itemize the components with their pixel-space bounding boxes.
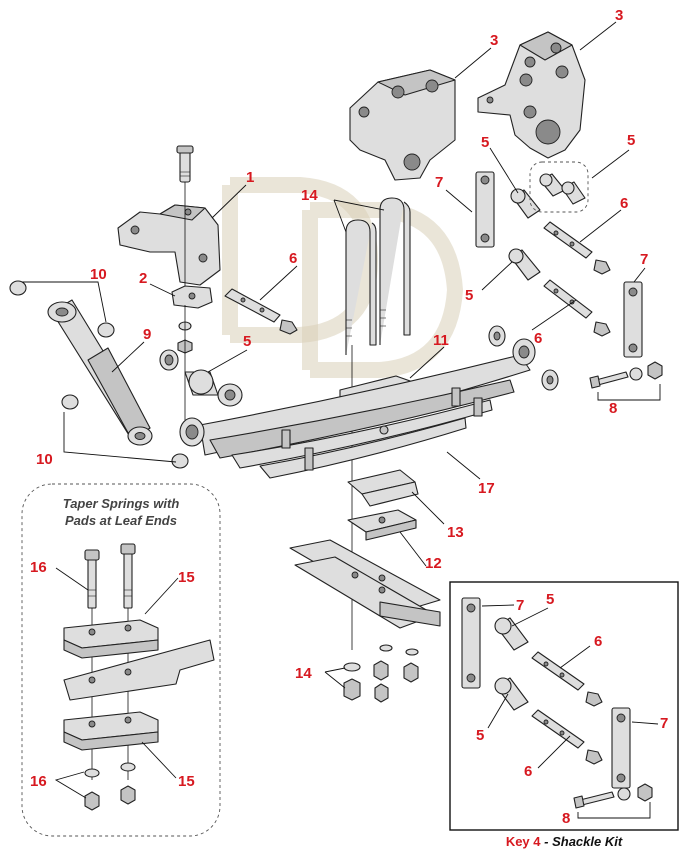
callout-labels: 1 2 3 3 5 5 5 5 6 6 6 7 7 8 9 10 10 11 1…: [36, 7, 648, 682]
kit-callout-6-lower: 6: [524, 763, 532, 780]
pad-plate: [347, 509, 417, 541]
shackle-plate-upper: [475, 171, 495, 248]
callout-6-left: 6: [289, 250, 297, 267]
leaf-spring: [179, 338, 536, 479]
callout-9: 9: [143, 326, 151, 343]
callout-7-upper: 7: [435, 174, 443, 191]
callout-7-outer: 7: [640, 251, 648, 268]
shackle-kit-panel: 7 5 6 5 7 6 8: [449, 581, 679, 831]
u-bolt-nuts: [343, 644, 419, 703]
hanger-bracket-right: [477, 31, 586, 159]
callout-3-right: 3: [615, 7, 623, 24]
shackle-kit-caption: Key 4 - Shackle Kit: [506, 834, 623, 849]
callout-5-upper: 5: [481, 134, 489, 151]
callout-15-lower: 15: [178, 773, 195, 790]
callout-12: 12: [425, 555, 442, 572]
left-pin-assembly: [159, 288, 298, 407]
callout-15-upper: 15: [178, 569, 195, 586]
washers-right: [488, 325, 559, 391]
taper-leaf: [63, 639, 215, 701]
kit-sleeves: [494, 617, 529, 711]
kit-callout-7-upper: 7: [516, 597, 524, 614]
shackle-pins-upper: [543, 221, 611, 337]
kit-pins: [531, 651, 603, 765]
callout-16-lower: 16: [30, 773, 47, 790]
shackle-bolt-set: [589, 361, 663, 389]
callout-6-lower: 6: [534, 330, 542, 347]
callout-11: 11: [433, 332, 449, 349]
shock-absorber: [47, 299, 153, 446]
axle-seat: [289, 539, 441, 629]
kit-callout-8: 8: [562, 810, 570, 827]
callout-2: 2: [139, 270, 147, 287]
callout-13: 13: [447, 524, 464, 541]
taper-title-line2: Pads at Leaf Ends: [65, 513, 177, 528]
pivot-block: [171, 285, 213, 420]
watermark-logo: [222, 177, 464, 378]
shackle-plate-outer: [623, 281, 643, 358]
shock-bushings: [9, 280, 189, 469]
taper-pad-upper: [63, 619, 159, 659]
taper-washers-nuts: [84, 762, 136, 811]
callout-1: 1: [246, 169, 254, 186]
callout-5-bushings: 5: [627, 132, 635, 149]
caption-key: Key 4: [506, 834, 541, 849]
hanger-bracket-left: [349, 69, 456, 181]
callout-6-upper: 6: [620, 195, 628, 212]
callout-10-lower: 10: [36, 451, 53, 468]
kit-callout-5-upper: 5: [546, 591, 554, 608]
callout-16-upper: 16: [30, 559, 47, 576]
leader-lines: [22, 21, 661, 689]
kit-callout-5-lower: 5: [476, 727, 484, 744]
taper-pad-lower: [63, 711, 159, 751]
kit-callout-7-lower: 7: [660, 715, 668, 732]
kit-shackle-plate-right: [611, 707, 631, 789]
bushing-pair-callout: [529, 161, 589, 213]
callout-17: 17: [478, 480, 495, 497]
spacer-plate: [347, 469, 419, 507]
kit-callout-6-upper: 6: [594, 633, 602, 650]
callout-5-lower: 5: [465, 287, 473, 304]
callout-8: 8: [609, 400, 617, 417]
callout-10-upper: 10: [90, 266, 107, 283]
callout-14-top: 14: [301, 187, 318, 204]
taper-springs-panel: Taper Springs with Pads at Leaf Ends: [21, 483, 221, 837]
taper-bolts: [84, 543, 136, 780]
sleeves-upper: [508, 188, 541, 281]
callout-14-bottom: 14: [295, 665, 312, 682]
kit-bolt-set: [573, 783, 653, 809]
center-bracket: [117, 145, 221, 290]
caption-sep: -: [541, 834, 553, 849]
kit-shackle-plate-left: [461, 597, 481, 689]
taper-title-line1: Taper Springs with: [63, 496, 180, 511]
callout-5-left: 5: [243, 333, 251, 350]
caption-name: Shackle Kit: [552, 834, 623, 849]
callout-3-left: 3: [490, 32, 498, 49]
